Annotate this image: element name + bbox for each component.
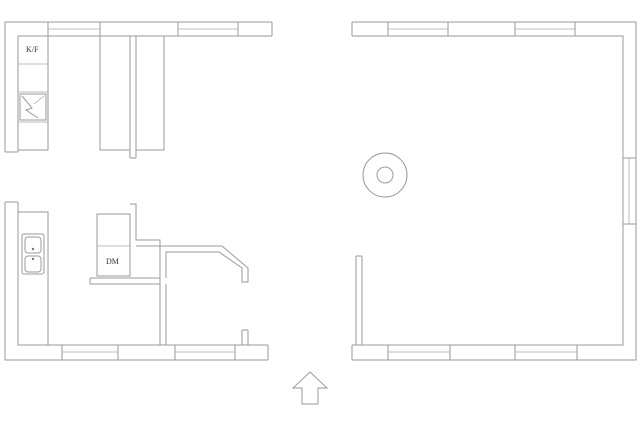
ceiling-light-icon: [362, 152, 408, 198]
fridge-label: K/F: [26, 45, 39, 54]
entrance-arrow-icon: [291, 371, 329, 405]
bottom-windows: [61, 344, 578, 361]
kitchen-lower-counter: [17, 211, 49, 346]
kitchen-upper-counter: [17, 35, 49, 151]
mudroom-walls: [89, 203, 167, 345]
stove-icon: [19, 93, 47, 121]
top-windows: [47, 21, 576, 37]
interior-walls: [160, 245, 249, 345]
living-partition: [355, 255, 363, 345]
double-sink-icon: [21, 233, 45, 275]
left-wall-openings: [4, 151, 19, 203]
right-window: [622, 157, 637, 225]
top-wall-gap: [271, 21, 353, 37]
dm-label: DM: [106, 257, 119, 266]
entrance-gap: [267, 344, 353, 361]
island-block: [99, 35, 165, 159]
